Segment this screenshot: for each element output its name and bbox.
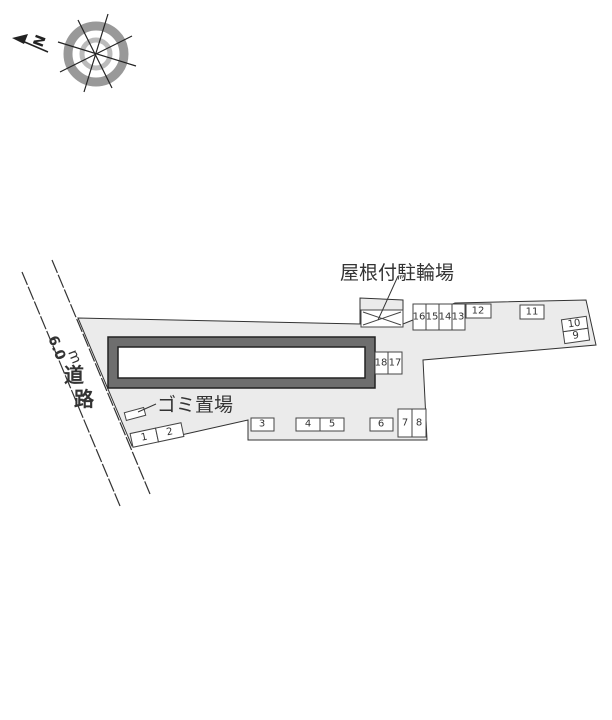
north-label: N	[31, 33, 50, 49]
parking-space-9: 9	[572, 330, 580, 342]
parking-space-3: 3	[259, 419, 265, 430]
parking-space-8: 8	[416, 418, 422, 429]
parking-spaces: 1 2 3 4 5 6 7 8 9 10 11 12 13 14 15 16 1…	[129, 303, 591, 448]
road-label-1: 道	[64, 363, 84, 387]
parking-space-13: 13	[452, 312, 465, 323]
parking-space-1: 1	[140, 432, 149, 444]
parking-space-6: 6	[378, 419, 384, 430]
road-unit: m	[64, 348, 84, 367]
building-interior	[117, 346, 366, 379]
parking-space-11: 11	[526, 307, 539, 318]
road: 6.0 m 道 路	[21, 259, 151, 507]
parking-space-5: 5	[329, 419, 335, 430]
parking-space-14: 14	[439, 312, 452, 323]
parking-space-17: 17	[389, 358, 402, 369]
parking-space-10: 10	[567, 318, 581, 331]
compass-rose-icon: N	[12, 13, 137, 93]
bicycle-parking: 屋根付駐輪場	[340, 262, 454, 328]
garbage-area-label: ゴミ置場	[157, 394, 233, 416]
parking-space-12: 12	[472, 306, 485, 317]
road-label-2: 路	[74, 387, 95, 411]
parking-space-18: 18	[375, 358, 388, 369]
parking-space-15: 15	[426, 312, 439, 323]
garbage-area: ゴミ置場	[123, 394, 233, 422]
parking-space-2: 2	[165, 426, 174, 438]
bicycle-parking-label: 屋根付駐輪場	[340, 262, 454, 284]
road-width-value: 6.0	[44, 334, 68, 363]
parking-space-16: 16	[413, 312, 426, 323]
parking-space-7: 7	[402, 418, 408, 429]
parking-space-4: 4	[305, 419, 311, 430]
